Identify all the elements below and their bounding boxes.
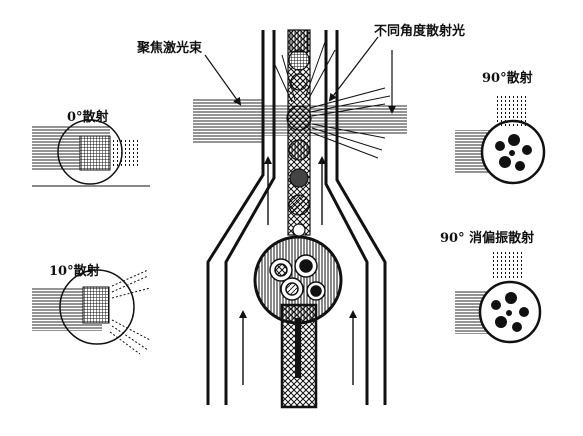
- flow-chamber-left-inner-wall: [226, 30, 274, 405]
- laser-beam-left: [193, 98, 263, 144]
- label-scatter-0deg: 0°散射: [67, 109, 109, 125]
- scatter-10deg-panel: [32, 270, 150, 354]
- label-scatter-different-angles: 不同角度散射光: [374, 23, 465, 39]
- flow-chamber: [208, 30, 385, 407]
- scatter-0deg-panel: [32, 120, 150, 186]
- label-scatter-90deg: 90°散射: [482, 70, 533, 86]
- laser-pointer-line: [205, 55, 240, 104]
- flow-chamber-left-wall: [208, 30, 263, 405]
- flow-chamber-right-inner-wall: [326, 30, 367, 405]
- label-focused-laser-beam: 聚焦激光束: [136, 40, 203, 56]
- label-scatter-10deg: 10°散射: [49, 263, 100, 279]
- label-scatter-90deg-depolarized: 90° 消偏振散射: [440, 230, 534, 246]
- scatter-90deg-panel: [455, 96, 544, 183]
- scatter-90deg-depolarized-panel: [455, 250, 540, 342]
